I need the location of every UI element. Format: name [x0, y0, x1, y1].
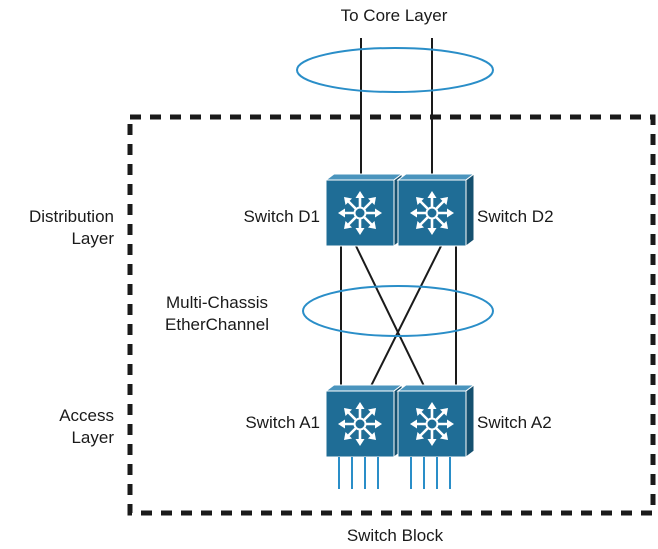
switch-d2-icon [396, 173, 476, 247]
mec-ellipse [302, 285, 494, 337]
access-ports-a2 [410, 457, 451, 489]
switch-a1-label: Switch A1 [245, 413, 320, 432]
switch-block-boundary [127, 114, 656, 516]
access-layer-label: Access Layer [0, 405, 114, 449]
switch-a2-icon [396, 384, 476, 458]
mec-label-line2: EtherChannel [165, 315, 269, 334]
switch-block-label: Switch Block [346, 526, 444, 545]
switch-a2-label: Switch A2 [477, 413, 552, 432]
link-d1-a2 [355, 245, 425, 387]
mec-label: Multi-Chassis EtherChannel [152, 292, 282, 336]
access-ports-a1 [338, 457, 379, 489]
access-label-line2: Layer [71, 428, 114, 447]
distribution-label-line1: Distribution [28, 207, 114, 226]
mec-label-line1: Multi-Chassis [165, 293, 269, 312]
distribution-label-line2: Layer [71, 229, 114, 248]
distribution-layer-label: Distribution Layer [0, 206, 114, 250]
access-label-line1: Access [59, 406, 114, 425]
core-layer-label: To Core Layer [340, 6, 448, 25]
switch-d1-label: Switch D1 [243, 207, 320, 226]
switch-a1-icon [324, 384, 404, 458]
core-etherchannel-ellipse [296, 47, 494, 93]
switch-d2-label: Switch D2 [477, 207, 554, 226]
switch-d1-icon [324, 173, 404, 247]
link-d2-a1 [370, 245, 442, 387]
